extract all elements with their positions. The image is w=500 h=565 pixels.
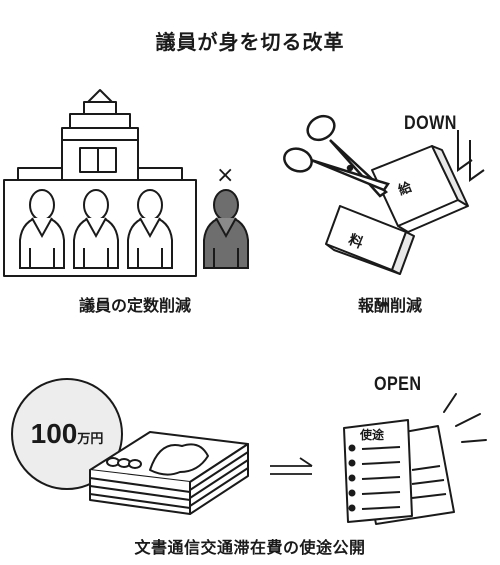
caption-disclosure: 文書通信交通滞在費の使途公開	[134, 538, 366, 557]
scissors-icon	[283, 114, 390, 198]
coin-unit: 万円	[77, 432, 104, 447]
document-title: 使途	[360, 428, 385, 442]
money-stack-icon	[89, 431, 249, 515]
person-icon-3	[127, 189, 173, 269]
arrow-right-icon	[270, 457, 313, 475]
person-icon-2	[73, 189, 119, 269]
open-label: OPEN	[374, 374, 422, 395]
caption-reduce-members: 議員の定数削減	[78, 296, 191, 315]
removed-person-icon	[203, 189, 249, 269]
coin-amount: 100	[30, 418, 78, 449]
coin-icon	[11, 378, 123, 490]
page-title: 議員が身を切る改革	[155, 30, 345, 54]
down-label: DOWN	[404, 113, 457, 134]
coin-label: 100万円	[12, 418, 122, 450]
person-icon-1	[19, 189, 65, 269]
document-icon	[343, 419, 455, 525]
removed-mark: ×	[216, 163, 235, 188]
open-rays-icon	[443, 393, 487, 443]
down-arrows-icon	[457, 130, 485, 182]
salary-box-icon	[325, 145, 469, 275]
caption-pay-cut: 報酬削減	[357, 296, 422, 315]
